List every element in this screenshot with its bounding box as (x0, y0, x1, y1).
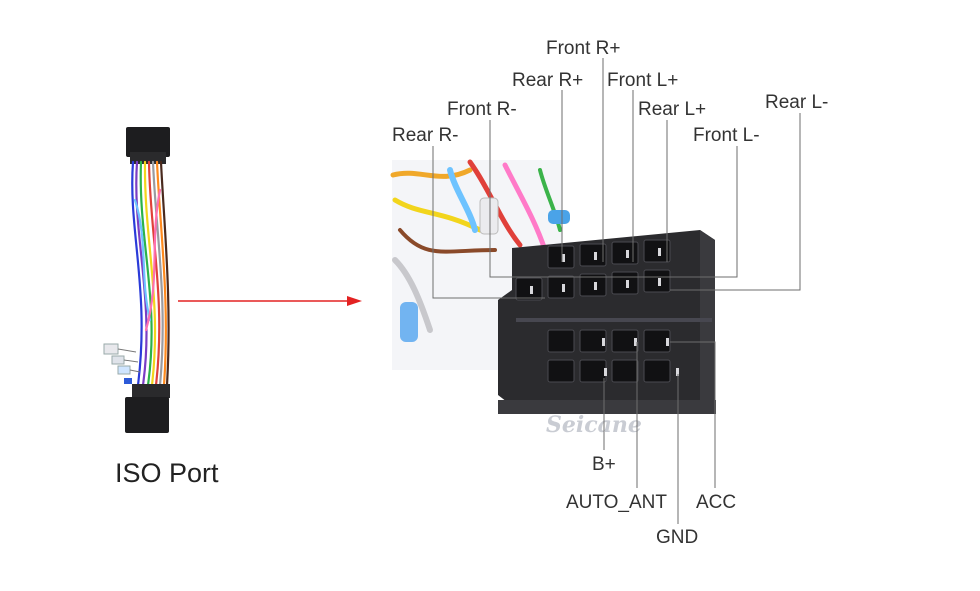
label-front-l-plus: Front L+ (607, 70, 678, 91)
label-rear-r-plus: Rear R+ (512, 70, 583, 91)
arrow-icon (178, 296, 362, 306)
leader-lines (432, 58, 801, 524)
label-rear-l-minus: Rear L- (765, 92, 828, 113)
label-auto-ant: AUTO_ANT (566, 492, 667, 513)
label-b-plus: B+ (592, 454, 616, 475)
label-front-l-minus: Front L- (693, 125, 760, 146)
label-front-r-plus: Front R+ (546, 38, 620, 59)
iso-connector-icon (390, 159, 716, 414)
label-rear-r-minus: Rear R- (392, 125, 459, 146)
label-front-r-minus: Front R- (447, 99, 517, 120)
label-acc: ACC (696, 492, 736, 513)
watermark: Seicane (546, 412, 642, 438)
wiring-harness-icon (103, 127, 170, 433)
harness-label: ISO Port (115, 458, 219, 488)
label-rear-l-plus: Rear L+ (638, 99, 706, 120)
label-gnd: GND (656, 527, 698, 548)
